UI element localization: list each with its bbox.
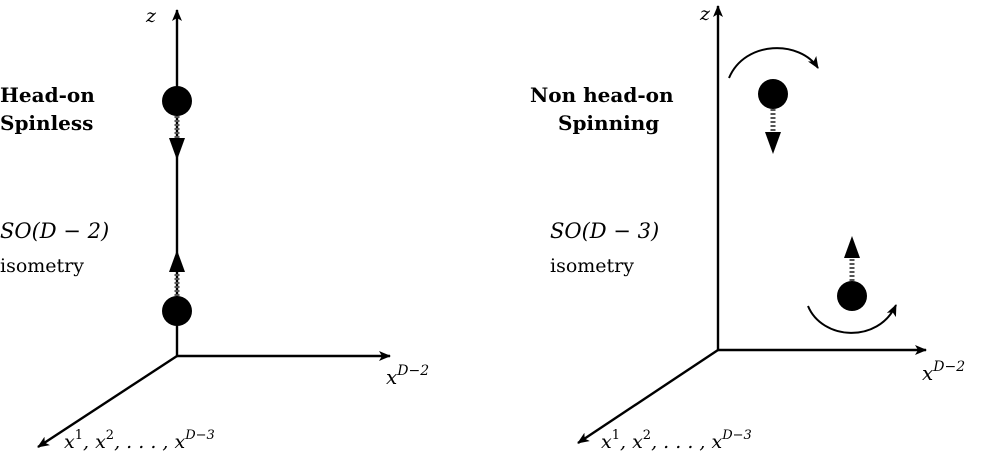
right-x-label: xD−2 <box>922 359 965 385</box>
left-top-body <box>162 86 192 116</box>
right-bottom-spin-arrow <box>807 304 897 334</box>
left-isometry-label: isometry <box>0 255 84 277</box>
right-diagonal-label: x1, x2, . . . , xD−3 <box>601 428 752 453</box>
right-bottom-body <box>837 281 867 311</box>
right-diagonal-axis <box>577 349 719 444</box>
left-diagonal-label: x1, x2, . . . , xD−3 <box>64 428 215 453</box>
left-title-line2: Spinless <box>0 111 93 135</box>
left-panel: z xD−2 x1, x2, . . . , xD−3 Head-on Spin… <box>0 5 429 453</box>
left-group-label: SO(D − 2) <box>0 219 109 243</box>
left-title-line1: Head-on <box>0 83 95 107</box>
right-group-label: SO(D − 3) <box>550 219 659 243</box>
left-x-label: xD−2 <box>386 363 429 389</box>
right-top-body <box>758 79 788 109</box>
right-bottom-velocity-arrowhead <box>844 236 860 258</box>
right-isometry-label: isometry <box>550 255 634 277</box>
right-panel: z xD−2 x1, x2, . . . , xD−3 Non head-on … <box>530 3 965 453</box>
left-bottom-body <box>162 296 192 326</box>
left-bottom-velocity-arrowhead <box>169 250 185 272</box>
right-title-line2: Spinning <box>558 111 659 135</box>
right-z-label: z <box>699 3 711 25</box>
right-top-velocity-arrowhead <box>765 132 781 154</box>
left-diagonal-axis <box>37 354 178 449</box>
left-z-label: z <box>145 5 157 27</box>
right-top-spin-arrow <box>728 47 819 79</box>
right-title-line1: Non head-on <box>530 83 674 107</box>
left-top-velocity-arrowhead <box>169 138 185 160</box>
